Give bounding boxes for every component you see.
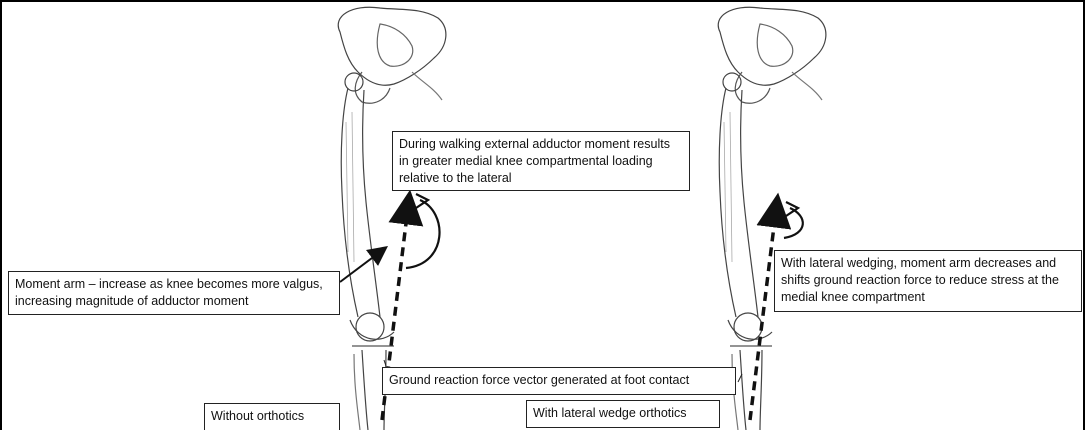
left-moment-arrow (406, 200, 440, 268)
lateral-wedging-callout: With lateral wedging, moment arm decreas… (774, 250, 1082, 312)
walking-moment-text: During walking external adductor moment … (399, 137, 670, 185)
walking-moment-callout: During walking external adductor moment … (392, 131, 690, 191)
right-grf-vector-line (750, 210, 776, 420)
grf-vector-text: Ground reaction force vector generated a… (389, 373, 689, 387)
without-orthotics-text: Without orthotics (211, 409, 304, 423)
with-orthotics-label: With lateral wedge orthotics (526, 400, 720, 428)
right-moment-arrow (784, 208, 803, 238)
without-orthotics-label: Without orthotics (204, 403, 340, 430)
with-orthotics-text: With lateral wedge orthotics (533, 406, 687, 420)
lateral-wedging-text: With lateral wedging, moment arm decreas… (781, 256, 1059, 304)
grf-vector-callout: Ground reaction force vector generated a… (382, 367, 736, 395)
moment-arm-callout: Moment arm – increase as knee becomes mo… (8, 271, 340, 315)
moment-arm-text: Moment arm – increase as knee becomes mo… (15, 277, 323, 308)
